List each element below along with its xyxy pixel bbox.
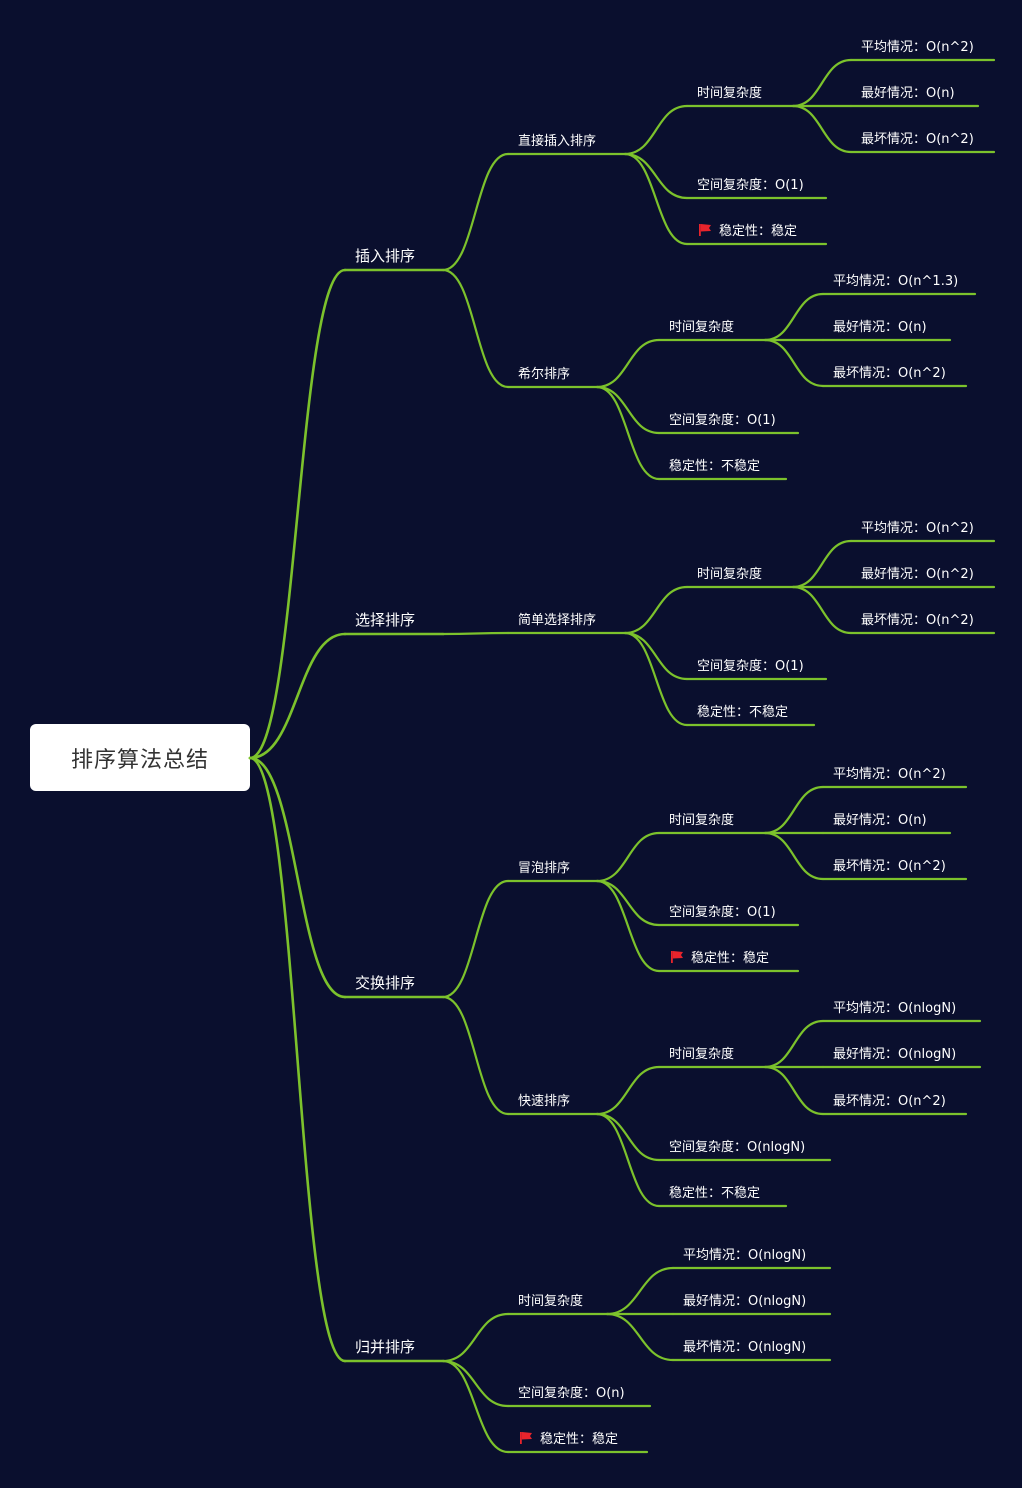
branch-connector <box>595 831 661 883</box>
node-shell-best[interactable]: 最好情况：O(n) <box>833 320 927 335</box>
node-merge-best[interactable]: 最好情况：O(nlogN) <box>683 1294 806 1309</box>
flag-icon <box>520 1432 532 1444</box>
node-direct-best[interactable]: 最好情况：O(n) <box>861 86 955 101</box>
node-bubble-best[interactable]: 最好情况：O(n) <box>833 813 927 828</box>
branch-connector <box>763 831 825 881</box>
node-quick-avg[interactable]: 平均情况：O(nlogN) <box>833 1001 956 1016</box>
root-node[interactable]: 排序算法总结 <box>30 724 250 791</box>
branch-connector <box>595 338 661 389</box>
node-simple-worst[interactable]: 最坏情况：O(n^2) <box>861 613 974 628</box>
branch-connector <box>763 292 825 342</box>
node-shell-worst[interactable]: 最坏情况：O(n^2) <box>833 366 946 381</box>
branch-connector <box>248 632 347 760</box>
node-direct-time[interactable]: 时间复杂度 <box>697 85 762 101</box>
branch-connector <box>623 631 689 727</box>
branch-connector <box>791 58 853 108</box>
node-simple-space[interactable]: 空间复杂度：O(1) <box>697 658 804 674</box>
root-label: 排序算法总结 <box>70 747 209 773</box>
branch-connector <box>623 631 689 681</box>
node-swap[interactable]: 交换排序 <box>355 974 415 992</box>
node-shell-stable[interactable]: 稳定性：不稳定 <box>669 458 760 474</box>
node-shell[interactable]: 希尔排序 <box>518 367 570 382</box>
branch-connector <box>623 152 689 200</box>
node-shell-time[interactable]: 时间复杂度 <box>669 319 734 335</box>
branch-connector <box>595 1112 661 1162</box>
node-quick-best[interactable]: 最好情况：O(nlogN) <box>833 1047 956 1062</box>
branch-connector <box>441 631 510 636</box>
branch-connector <box>623 152 689 246</box>
branch-connector <box>605 1312 675 1362</box>
node-select[interactable]: 选择排序 <box>355 611 415 629</box>
node-bubble-avg[interactable]: 平均情况：O(n^2) <box>833 767 946 782</box>
node-bubble-space[interactable]: 空间复杂度：O(1) <box>669 904 776 920</box>
node-quick-time[interactable]: 时间复杂度 <box>669 1046 734 1062</box>
branch-connector <box>763 338 825 388</box>
flag-icon <box>699 224 711 236</box>
branch-connector <box>595 385 661 435</box>
node-merge-space[interactable]: 空间复杂度：O(n) <box>518 1385 625 1401</box>
node-direct-worst[interactable]: 最坏情况：O(n^2) <box>861 132 974 147</box>
branch-connector <box>623 104 689 156</box>
node-simple-stable[interactable]: 稳定性：不稳定 <box>697 704 788 720</box>
branch-connector <box>791 585 853 635</box>
branch-connector <box>763 785 825 835</box>
node-simple-best[interactable]: 最好情况：O(n^2) <box>861 567 974 582</box>
node-bubble-worst[interactable]: 最坏情况：O(n^2) <box>833 859 946 874</box>
branch-connector <box>441 1359 510 1408</box>
node-merge[interactable]: 归并排序 <box>355 1338 415 1356</box>
node-quick[interactable]: 快速排序 <box>518 1094 570 1109</box>
flag-icon <box>671 951 683 963</box>
branch-connector <box>441 1359 510 1454</box>
branch-connector <box>441 995 510 1116</box>
node-merge-avg[interactable]: 平均情况：O(nlogN) <box>683 1248 806 1263</box>
node-insert[interactable]: 插入排序 <box>355 247 415 265</box>
branch-connector <box>791 104 853 154</box>
branch-connector <box>595 879 661 927</box>
branch-connector <box>623 585 689 635</box>
branch-connector <box>605 1266 675 1316</box>
branch-connector <box>441 268 510 389</box>
branch-connector <box>595 879 661 973</box>
branch-connector <box>763 1065 825 1116</box>
node-quick-space[interactable]: 空间复杂度：O(nlogN) <box>669 1139 805 1155</box>
branch-connector <box>441 1312 510 1363</box>
node-merge-time[interactable]: 时间复杂度 <box>518 1293 583 1309</box>
branch-connector <box>791 539 853 589</box>
node-quick-worst[interactable]: 最坏情况：O(n^2) <box>833 1094 946 1109</box>
node-simple[interactable]: 简单选择排序 <box>518 612 596 628</box>
node-bubble-stable[interactable]: 稳定性：稳定 <box>691 950 769 966</box>
node-bubble[interactable]: 冒泡排序 <box>518 861 570 876</box>
node-direct-avg[interactable]: 平均情况：O(n^2) <box>861 40 974 55</box>
node-direct-space[interactable]: 空间复杂度：O(1) <box>697 177 804 193</box>
branch-connector <box>441 152 510 272</box>
branch-connector <box>248 756 347 1363</box>
branch-connector <box>248 756 347 999</box>
branch-connector <box>595 385 661 481</box>
branch-connector <box>441 879 510 999</box>
branch-connector <box>595 1112 661 1208</box>
branch-connector <box>595 1065 661 1116</box>
node-quick-stable[interactable]: 稳定性：不稳定 <box>669 1185 760 1201</box>
node-shell-avg[interactable]: 平均情况：O(n^1.3) <box>833 274 958 289</box>
node-merge-stable[interactable]: 稳定性：稳定 <box>540 1431 618 1447</box>
branch-connector <box>248 268 347 760</box>
branch-connector <box>763 1019 825 1069</box>
node-shell-space[interactable]: 空间复杂度：O(1) <box>669 412 776 428</box>
node-simple-time[interactable]: 时间复杂度 <box>697 566 762 582</box>
node-merge-worst[interactable]: 最坏情况：O(nlogN) <box>683 1340 806 1355</box>
node-simple-avg[interactable]: 平均情况：O(n^2) <box>861 521 974 536</box>
node-direct[interactable]: 直接插入排序 <box>518 133 596 149</box>
node-direct-stable[interactable]: 稳定性：稳定 <box>719 223 797 239</box>
node-bubble-time[interactable]: 时间复杂度 <box>669 812 734 828</box>
